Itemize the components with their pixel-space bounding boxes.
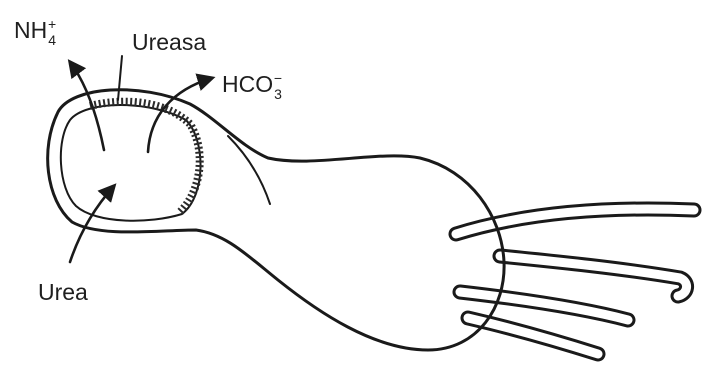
- urea-label: Urea: [38, 279, 88, 305]
- flagella: [456, 209, 694, 354]
- bicarbonate-label: HCO3−: [222, 70, 282, 102]
- ureasa-pointer-line: [118, 56, 122, 100]
- urease-label: Ureasa: [132, 29, 206, 55]
- bicarbonate-arrow: [148, 78, 212, 152]
- ammonium-label: NH4+: [14, 16, 56, 48]
- vacuole-membrane: [61, 105, 201, 221]
